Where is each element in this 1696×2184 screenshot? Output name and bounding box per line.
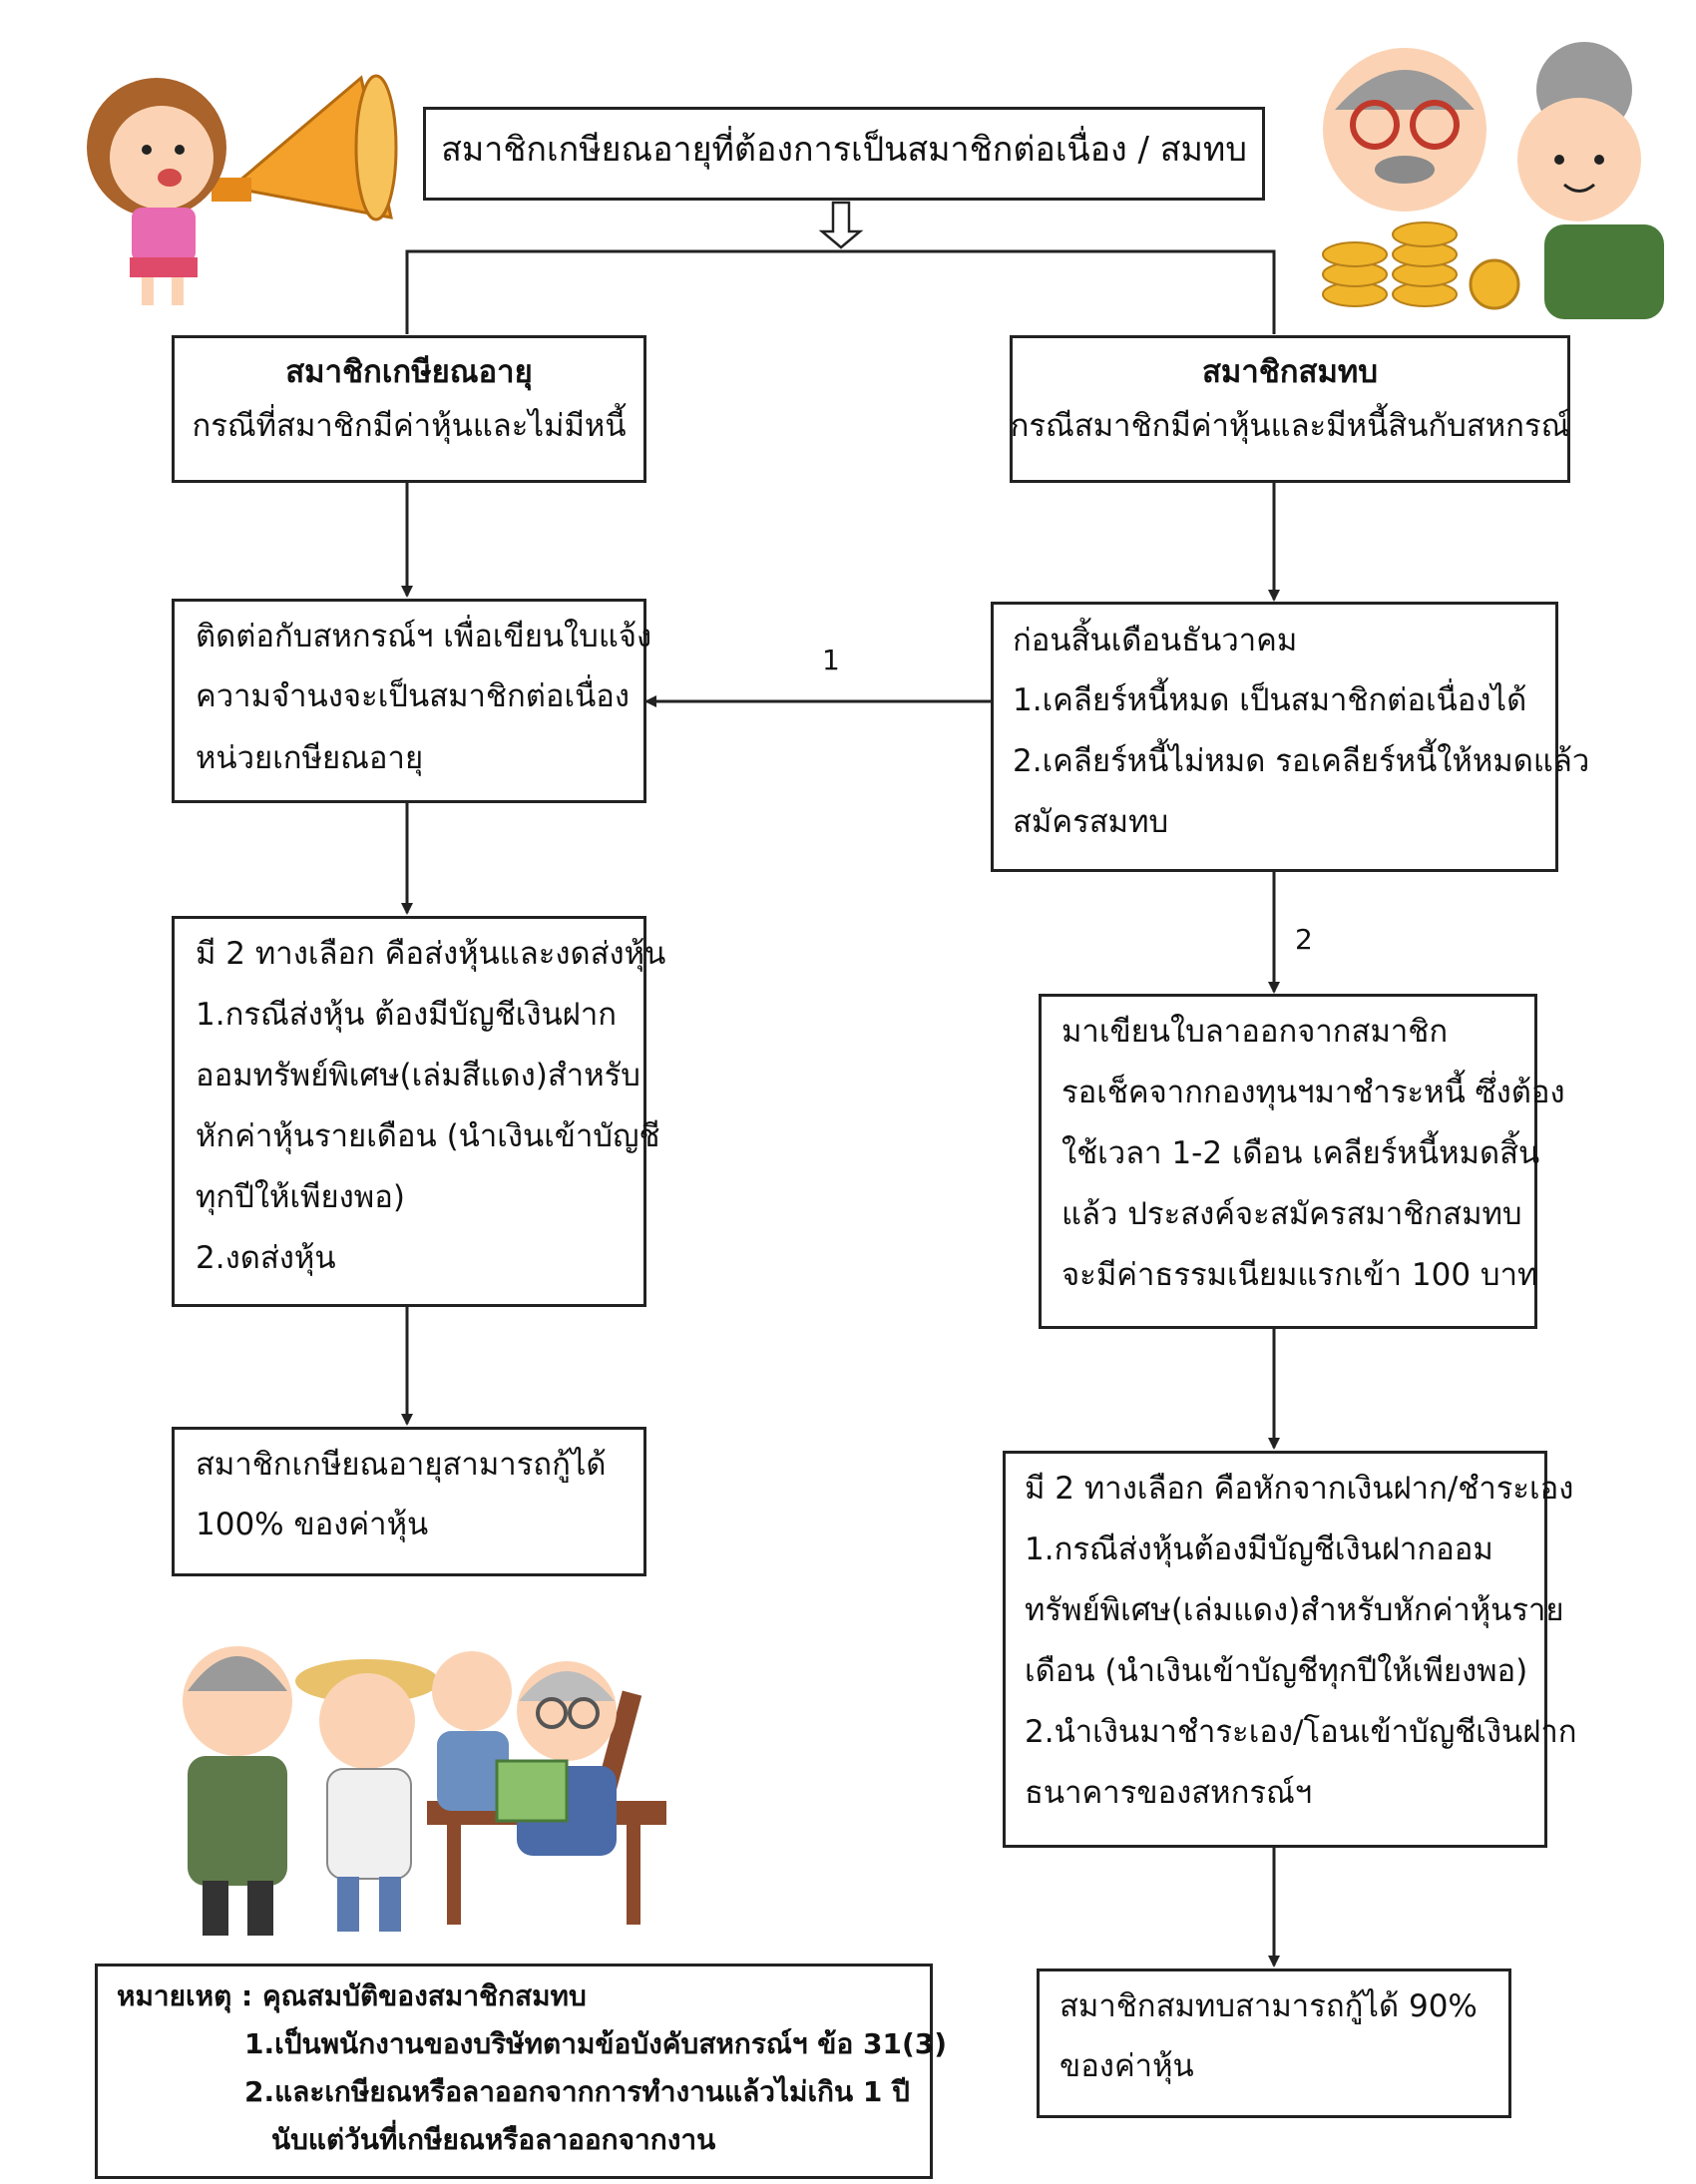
right-step2-line4: แล้ว ประสงค์จะสมัครสมาชิกสมทบ [1061, 1196, 1522, 1232]
elderly-group-illustration [183, 1646, 666, 1936]
right-heading-box [1010, 335, 1570, 483]
right-result-box [1037, 1968, 1511, 2118]
girl-megaphone-illustration [87, 74, 398, 305]
right-step1-box [991, 602, 1558, 872]
note-item1: 1.เป็นพนักงานของบริษัทตามข้อบังคับสหกรณ์… [244, 2027, 948, 2060]
right-step2-line3: ใช้เวลา 1-2 เดือน เคลียร์หนี้หมดสิ้น [1061, 1135, 1540, 1171]
left-result-line2: 100% ของค่าหุ้น [196, 1507, 429, 1542]
right-step2-line5: จะมีค่าธรรมเนียมแรกเข้า 100 บาท [1061, 1257, 1538, 1293]
left-result-line1: สมาชิกเกษียณอายุสามารถกู้ได้ [196, 1447, 607, 1483]
left-step1-line2: ความจำนงจะเป็นสมาชิกต่อเนื่อง [196, 678, 631, 714]
arrow-label-2: 2 [1295, 923, 1313, 956]
split-line [405, 249, 1276, 334]
elderly-couple-coins-illustration [1322, 42, 1664, 319]
hollow-down-arrow [818, 201, 864, 249]
title-text: สมาชิกเกษียณอายุที่ต้องการเป็นสมาชิกต่อเ… [441, 130, 1247, 170]
right-heading: สมาชิกสมทบ [1201, 354, 1379, 390]
right-step3-line3: ทรัพย์พิเศษ(เล่มแดง)สำหรับหักค่าหุ้นราย [1025, 1592, 1564, 1628]
left-heading-box [172, 335, 646, 483]
right-subheading: กรณีสมาชิกมีค่าหุ้นและมีหนี้สินกับสหกรณ์ [1010, 408, 1570, 444]
left-step2-line1: มี 2 ทางเลือก คือส่งหุ้นและงดส่งหุ้น [196, 936, 666, 972]
left-step1-line3: หน่วยเกษียณอายุ [196, 740, 424, 776]
right-step2-box [1039, 994, 1537, 1329]
right-step3-line1: มี 2 ทางเลือก คือหักจากเงินฝาก/ชำระเอง [1025, 1471, 1574, 1507]
left-step2-line2: 1.กรณีส่งหุ้น ต้องมีบัญชีเงินฝาก [196, 997, 618, 1033]
right-step3-line5: 2.นำเงินมาชำระเอง/โอนเข้าบัญชีเงินฝาก [1025, 1714, 1577, 1750]
note-box [95, 1964, 933, 2179]
left-subheading: กรณีที่สมาชิกมีค่าหุ้นและไม่มีหนี้ [192, 408, 627, 444]
left-step1-box [172, 599, 646, 803]
right-result-line2: ของค่าหุ้น [1060, 2048, 1194, 2084]
right-step3-line2: 1.กรณีส่งหุ้นต้องมีบัญชีเงินฝากออม [1025, 1531, 1493, 1567]
note-item2: 2.และเกษียณหรือลาออกจากการทำงานแล้วไม่เก… [244, 2075, 910, 2108]
right-step1-line2: 1.เคลียร์หนี้หมด เป็นสมาชิกต่อเนื่องได้ [1013, 682, 1527, 718]
right-step2-line1: มาเขียนใบลาออกจากสมาชิก [1061, 1014, 1449, 1050]
left-result-box [172, 1427, 646, 1576]
right-step3-box [1003, 1451, 1547, 1848]
left-heading: สมาชิกเกษียณอายุ [285, 354, 533, 390]
left-step2-line3: ออมทรัพย์พิเศษ(เล่มสีแดง)สำหรับ [196, 1058, 640, 1093]
left-step2-line4: หักค่าหุ้นรายเดือน (นำเงินเข้าบัญชี [196, 1118, 660, 1154]
note-heading: หมายเหตุ : คุณสมบัติของสมาชิกสมทบ [117, 1979, 587, 2012]
left-step2-box [172, 916, 646, 1307]
right-step1-line4: สมัครสมทบ [1013, 804, 1169, 840]
left-step2-line5: ทุกปีให้เพียงพอ) [196, 1179, 405, 1215]
title-box [423, 107, 1265, 201]
arrow-label-1: 1 [822, 644, 840, 676]
right-step3-line6: ธนาคารของสหกรณ์ฯ [1025, 1775, 1313, 1811]
left-step1-line1: ติดต่อกับสหกรณ์ฯ เพื่อเขียนใบแจ้ง [196, 619, 652, 655]
note-item2b: นับแต่วันที่เกษียณหรือลาออกจากงาน [271, 2123, 716, 2156]
right-step1-line1: ก่อนสิ้นเดือนธันวาคม [1013, 623, 1298, 658]
right-step2-line2: รอเช็คจากกองทุนฯมาชำระหนี้ ซึ่งต้อง [1061, 1075, 1565, 1110]
left-step2-line6: 2.งดส่งหุ้น [196, 1240, 336, 1276]
right-result-line1: สมาชิกสมทบสามารถกู้ได้ 90% [1060, 1988, 1478, 2024]
right-step3-line4: เดือน (นำเงินเข้าบัญชีทุกปีให้เพียงพอ) [1025, 1653, 1528, 1689]
right-step1-line3: 2.เคลียร์หนี้ไม่หมด รอเคลียร์หนี้ให้หมดแ… [1013, 743, 1590, 779]
